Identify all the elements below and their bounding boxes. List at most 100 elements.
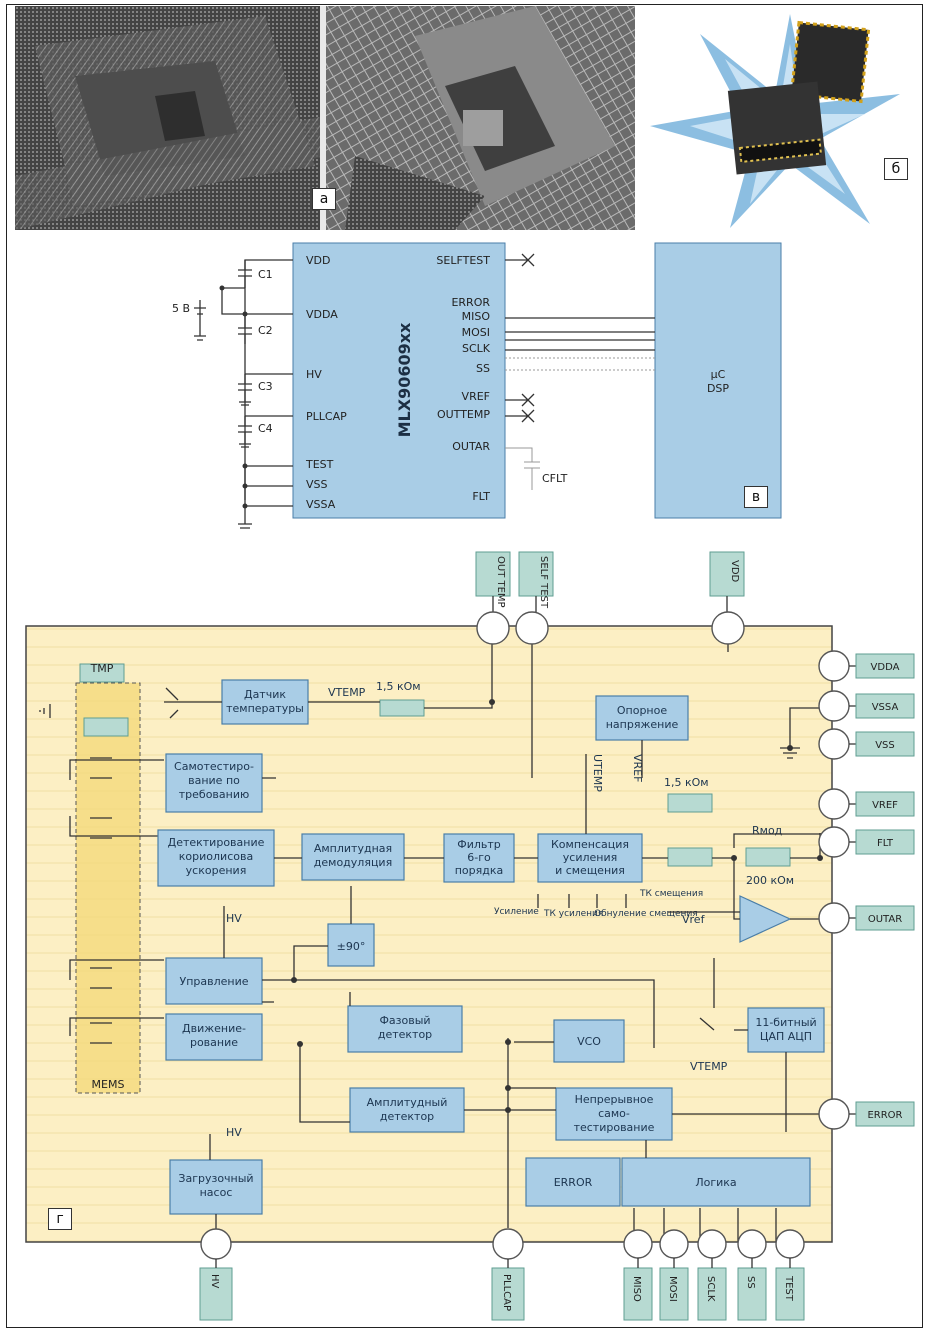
panel-label-b: б — [884, 158, 908, 180]
comp-label-gain: Усиление — [494, 907, 539, 917]
svg-text:и смещения: и смещения — [555, 864, 625, 877]
block-control: Управление — [166, 958, 262, 1004]
block-diagram: MEMS TMP Датчик температуры Опорное напр… — [14, 548, 920, 1323]
svg-text:вание по: вание по — [188, 774, 240, 787]
block-continuous-selftest: Непрерывное само- тестирование — [556, 1088, 672, 1140]
svg-text:Детектирование: Детектирование — [168, 836, 265, 849]
hv-label-2: HV — [226, 1126, 242, 1139]
supply-label: 5 B — [172, 302, 190, 315]
rmod-label: Rмод — [752, 824, 783, 837]
right-pin-vss: VSS — [875, 740, 895, 751]
pin-ss: SS — [476, 362, 490, 375]
svg-text:напряжение: напряжение — [606, 718, 679, 731]
block-ref-voltage: Опорное напряжение — [596, 696, 688, 740]
top-pin-outtemp: OUT TEMP — [495, 556, 506, 608]
top-pin-vdd: VDD — [729, 560, 740, 583]
block-temp-sensor: Датчик температуры — [222, 680, 308, 724]
cap-c1: C1 — [258, 268, 273, 281]
svg-text:6-го: 6-го — [467, 851, 491, 864]
pin-vss: VSS — [306, 478, 328, 491]
application-schematic: MLX90609xx VDD VDDA HV PLLCAP TEST VSS V… — [160, 240, 800, 540]
block-error: ERROR — [526, 1158, 620, 1206]
block-coriolis: Детектирование кориолисова ускорения — [158, 830, 274, 886]
bottom-pin-test: TEST — [783, 1275, 794, 1302]
pin-outar: OUTAR — [452, 440, 490, 453]
right-pin-outar: OUTAR — [868, 914, 902, 925]
svg-text:Самотестиро-: Самотестиро- — [174, 760, 254, 773]
top-pin-selftest: SELF TEST — [538, 556, 549, 609]
svg-text:ускорения: ускорения — [186, 864, 247, 877]
svg-text:ERROR: ERROR — [554, 1176, 593, 1189]
cap-c2: C2 — [258, 324, 273, 337]
block-drive: Движение- рование — [166, 1014, 262, 1060]
block-adc-dac: 11-битный ЦАП АЦП — [748, 1008, 824, 1052]
block-amplitude-detector: Амплитудный детектор — [350, 1088, 464, 1132]
block-vco: VCO — [554, 1020, 624, 1062]
vtemp-bottom-label: VTEMP — [690, 1060, 728, 1073]
svg-text:Загрузочный: Загрузочный — [178, 1172, 253, 1185]
bottom-pin-mosi: MOSI — [667, 1276, 678, 1302]
r1-label: 1,5 кОм — [376, 680, 421, 693]
svg-text:Амплитудный: Амплитудный — [367, 1096, 448, 1109]
comp-label-offset: Обнуление смещения — [594, 909, 698, 919]
cap-c4: C4 — [258, 422, 273, 435]
cflt-label: CFLT — [542, 472, 568, 485]
svg-text:Движение-: Движение- — [182, 1022, 246, 1035]
pin-pllcap: PLLCAP — [306, 410, 347, 423]
pin-selftest: SELFTEST — [436, 254, 490, 267]
svg-text:Управление: Управление — [179, 975, 248, 988]
pin-vssa: VSSA — [306, 498, 336, 511]
comp-label-tk-offset: ТК смещения — [639, 889, 703, 899]
svg-text:VCO: VCO — [577, 1035, 601, 1048]
bottom-pin-ss: SS — [745, 1276, 756, 1289]
pin-flt: FLT — [472, 490, 490, 503]
hv-label-1: HV — [226, 912, 242, 925]
svg-text:само-: само- — [598, 1107, 630, 1120]
r3-label: 200 кОм — [746, 874, 794, 887]
svg-text:Фильтр: Фильтр — [457, 838, 501, 851]
block-charge-pump: Загрузочный насос — [170, 1160, 262, 1214]
block-filter: Фильтр 6-го порядка — [444, 834, 514, 882]
block-selftest: Самотестиро- вание по требованию — [166, 754, 262, 812]
mcu-label-2: DSP — [707, 382, 729, 395]
right-pin-error: ERROR — [867, 1110, 902, 1121]
pin-vref: VREF — [462, 390, 490, 403]
r2-label: 1,5 кОм — [664, 776, 709, 789]
panel-label-g: г — [48, 1208, 72, 1230]
block-logic: Логика — [622, 1158, 810, 1206]
pin-vdda: VDDA — [306, 308, 338, 321]
svg-text:кориолисова: кориолисова — [179, 850, 253, 863]
bottom-pin-hv: HV — [209, 1274, 220, 1289]
block-demod: Амплитудная демодуляция — [302, 834, 404, 880]
svg-text:Логика: Логика — [695, 1176, 736, 1189]
svg-text:демодуляция: демодуляция — [314, 856, 392, 869]
svg-text:рование: рование — [190, 1036, 238, 1049]
svg-text:усиления: усиления — [563, 851, 617, 864]
svg-text:насос: насос — [200, 1186, 233, 1199]
pin-sclk: SCLK — [462, 342, 491, 355]
right-pin-flt: FLT — [877, 838, 894, 849]
chip-name: MLX90609xx — [395, 322, 414, 437]
block-phase-detector: Фазовый детектор — [348, 1006, 462, 1052]
chip-package-image — [640, 14, 910, 230]
pin-outtemp: OUTTEMP — [437, 408, 490, 421]
block-phase-shift: ±90° — [328, 924, 374, 966]
svg-text:требованию: требованию — [179, 788, 250, 801]
bottom-pin-miso: MISO — [631, 1276, 642, 1302]
pin-test: TEST — [305, 458, 334, 471]
pin-error: ERROR — [451, 296, 490, 309]
svg-text:Датчик: Датчик — [244, 688, 286, 701]
svg-text:тестирование: тестирование — [574, 1121, 655, 1134]
utemp-label: UTEMP — [591, 754, 604, 792]
pin-mosi: MOSI — [462, 326, 490, 339]
svg-text:±90°: ±90° — [337, 940, 366, 953]
svg-text:детектор: детектор — [378, 1028, 432, 1041]
svg-text:температуры: температуры — [226, 702, 304, 715]
svg-text:Фазовый: Фазовый — [379, 1014, 430, 1027]
panel-label-a: а — [312, 188, 336, 210]
pin-vdd: VDD — [306, 254, 330, 267]
svg-text:Опорное: Опорное — [617, 704, 667, 717]
cap-c3: C3 — [258, 380, 273, 393]
tmp-label: TMP — [90, 662, 114, 675]
right-pin-vdda: VDDA — [871, 662, 900, 673]
